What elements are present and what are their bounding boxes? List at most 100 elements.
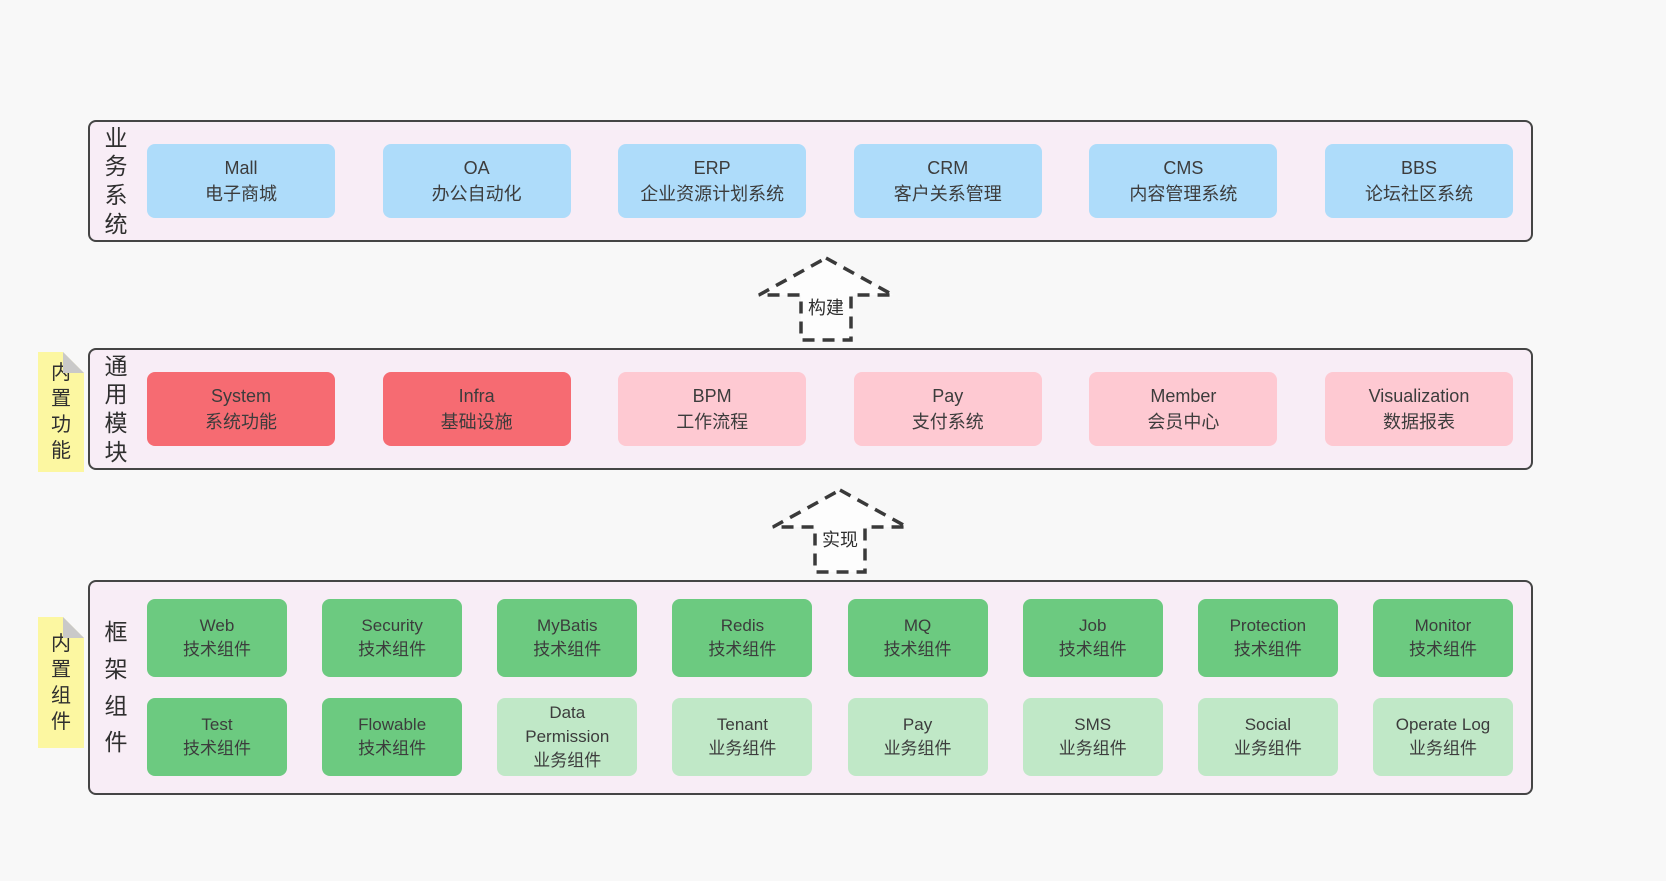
node-subtitle: 技术组件 — [1408, 640, 1477, 659]
node-erp: ERP 企业资源计划系统 — [618, 144, 807, 218]
node-title: Monitor — [1414, 615, 1472, 635]
node-social: Social 业务组件 — [1197, 698, 1338, 776]
node-title: CMS — [1163, 157, 1204, 178]
node-subtitle: 办公自动化 — [431, 184, 522, 204]
node-system: System 系统功能 — [147, 372, 335, 446]
node-title: Test — [201, 714, 233, 734]
sticky-fold-corner — [63, 352, 84, 373]
node-title: Web — [199, 615, 235, 635]
node-tenant: Tenant 业务组件 — [672, 698, 813, 776]
node-subtitle: 技术组件 — [358, 739, 427, 758]
node-bpm: BPM 工作流程 — [618, 372, 807, 446]
node-protection: Protection 技术组件 — [1197, 599, 1338, 677]
node-subtitle: 客户关系管理 — [893, 184, 1002, 204]
layer-components-content: Web 技术组件 Security 技术组件 MyBatis 技术组件 Redi… — [147, 582, 1513, 793]
node-title: ERP — [693, 157, 731, 178]
node-title: Data Permission — [525, 702, 610, 746]
node-subtitle: 技术组件 — [183, 739, 251, 758]
node-subtitle: 业务组件 — [1058, 739, 1127, 758]
node-title: Redis — [720, 615, 765, 635]
node-subtitle: 技术组件 — [358, 640, 427, 659]
node-title: Flowable — [358, 714, 427, 734]
node-subtitle: 技术组件 — [1058, 640, 1127, 659]
node-subtitle: 技术组件 — [183, 640, 251, 659]
node-subtitle: 业务组件 — [1408, 739, 1477, 758]
node-title: Operate Log — [1395, 714, 1491, 734]
node-title: BBS — [1400, 157, 1437, 178]
node-subtitle: 支付系统 — [911, 412, 984, 432]
node-title: Security — [361, 615, 423, 635]
node-subtitle: 电子商城 — [205, 184, 277, 204]
node-title: BPM — [692, 385, 732, 406]
node-title: Mall — [224, 157, 258, 178]
node-title: Member — [1150, 385, 1217, 406]
node-subtitle: 技术组件 — [1233, 640, 1302, 659]
node-infra: Infra 基础设施 — [382, 372, 571, 446]
node-bbs: BBS 论坛社区系统 — [1324, 144, 1513, 218]
arrow-build: 构建 — [756, 255, 896, 343]
node-monitor: Monitor 技术组件 — [1372, 599, 1513, 677]
node-title: System — [210, 385, 271, 406]
arrow-implement: 实现 — [770, 487, 910, 575]
node-title: Social — [1244, 714, 1291, 734]
node-operate-log: Operate Log 业务组件 — [1372, 698, 1513, 776]
node-subtitle: 内容管理系统 — [1129, 184, 1238, 204]
node-subtitle: 论坛社区系统 — [1364, 184, 1473, 204]
node-title: Infra — [458, 385, 495, 406]
node-subtitle: 业务组件 — [1233, 739, 1302, 758]
layer-common-modules: 通用模块 System 系统功能 Infra 基础设施 BPM 工作流程 Pay… — [88, 348, 1533, 470]
node-mybatis: MyBatis 技术组件 — [497, 599, 638, 677]
node-subtitle: 业务组件 — [708, 739, 777, 758]
node-title: Visualization — [1368, 385, 1470, 406]
node-security: Security 技术组件 — [322, 599, 463, 677]
node-title: Protection — [1229, 615, 1307, 635]
node-subtitle: 系统功能 — [205, 412, 277, 432]
layer-label-modules: 通用模块 — [104, 352, 128, 465]
components-row-2: Test 技术组件 Flowable 技术组件 Data Permission … — [147, 698, 1513, 776]
node-title: Pay — [932, 385, 964, 406]
sticky-label: 内置功能 — [51, 362, 71, 462]
node-subtitle: 技术组件 — [708, 640, 777, 659]
node-title: Tenant — [716, 714, 768, 734]
node-data-permission: Data Permission 业务组件 — [497, 698, 638, 776]
node-subtitle: 技术组件 — [883, 640, 952, 659]
node-subtitle: 工作流程 — [676, 412, 749, 432]
node-subtitle: 基础设施 — [440, 412, 513, 432]
node-subtitle: 会员中心 — [1147, 412, 1220, 432]
node-subtitle: 数据报表 — [1382, 412, 1455, 432]
node-sms: SMS 业务组件 — [1022, 698, 1163, 776]
node-pay-system: Pay 支付系统 — [853, 372, 1042, 446]
sticky-label: 内置组件 — [51, 632, 71, 733]
node-subtitle: 企业资源计划系统 — [640, 184, 785, 204]
node-mq: MQ 技术组件 — [847, 599, 988, 677]
node-pay-component: Pay 业务组件 — [847, 698, 988, 776]
node-job: Job 技术组件 — [1022, 599, 1163, 677]
node-cms: CMS 内容管理系统 — [1089, 144, 1278, 218]
node-title: MyBatis — [537, 615, 598, 635]
node-title: SMS — [1074, 714, 1112, 734]
arrow-implement-label: 实现 — [818, 525, 862, 553]
node-title: Job — [1078, 615, 1107, 635]
node-title: MQ — [903, 615, 932, 635]
node-flowable: Flowable 技术组件 — [322, 698, 463, 776]
node-title: CRM — [927, 157, 969, 178]
layer-framework-components: 框架组件 Web 技术组件 Security 技术组件 MyBatis 技术组件… — [88, 580, 1533, 795]
layer-business-content: Mall 电子商城 OA 办公自动化 ERP 企业资源计划系统 CRM 客户关系… — [147, 122, 1513, 240]
node-oa: OA 办公自动化 — [382, 144, 571, 218]
layer-label-business: 业务系统 — [104, 124, 128, 237]
sticky-built-in-components: 内置组件 — [38, 617, 84, 748]
node-visualization: Visualization 数据报表 — [1324, 372, 1513, 446]
node-subtitle: 业务组件 — [533, 751, 602, 771]
layer-modules-content: System 系统功能 Infra 基础设施 BPM 工作流程 Pay 支付系统… — [147, 350, 1513, 468]
node-subtitle: 业务组件 — [883, 739, 952, 758]
layer-business-systems: 业务系统 Mall 电子商城 OA 办公自动化 ERP 企业资源计划系统 CRM… — [88, 120, 1533, 242]
node-test: Test 技术组件 — [147, 698, 287, 776]
layer-label-components: 框架组件 — [104, 618, 128, 756]
node-crm: CRM 客户关系管理 — [853, 144, 1042, 218]
node-member: Member 会员中心 — [1089, 372, 1278, 446]
node-web: Web 技术组件 — [147, 599, 287, 677]
sticky-fold-corner — [63, 617, 84, 638]
node-mall: Mall 电子商城 — [147, 144, 335, 218]
node-subtitle: 技术组件 — [533, 640, 602, 659]
